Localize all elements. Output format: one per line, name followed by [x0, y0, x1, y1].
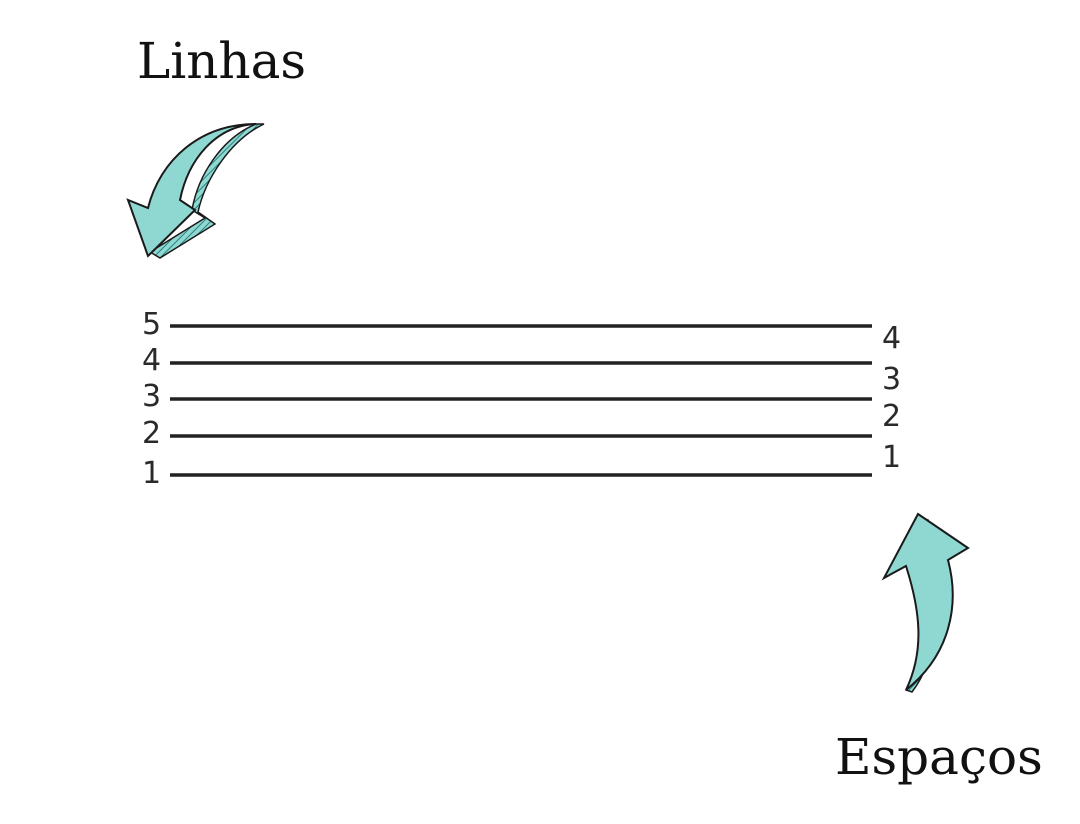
spaces-title: Espaços	[835, 728, 1043, 786]
space-number-3: 3	[882, 362, 902, 397]
staff-lines	[170, 324, 872, 477]
space-number-4: 4	[882, 321, 902, 356]
space-number-2: 2	[882, 399, 902, 434]
lines-title: Linhas	[137, 32, 307, 90]
space-number-1: 1	[882, 440, 902, 475]
line-number-3: 3	[142, 379, 162, 414]
line-number-4: 4	[142, 343, 162, 378]
curved-arrow-down-left-icon	[126, 123, 265, 259]
line-number-5: 5	[142, 307, 162, 342]
line-number-2: 2	[142, 416, 162, 451]
line-number-1: 1	[142, 456, 162, 491]
curved-arrow-up-icon	[881, 512, 970, 693]
